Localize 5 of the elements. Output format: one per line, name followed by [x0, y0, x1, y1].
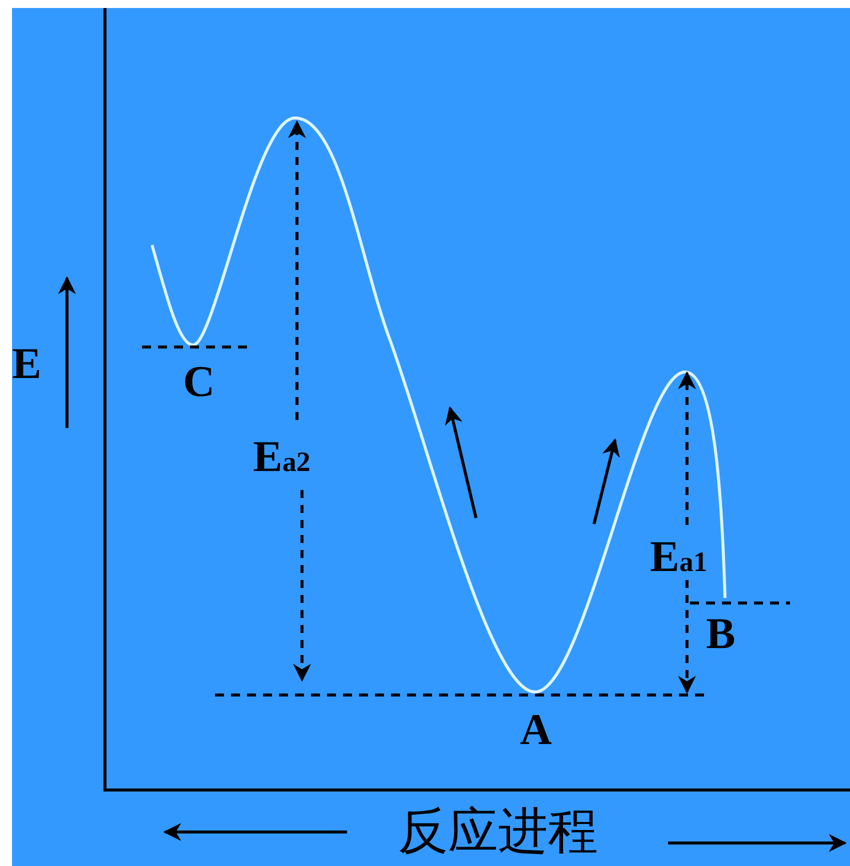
axis-label: 反应进程: [398, 806, 598, 856]
axis-label: E: [12, 342, 42, 386]
point-label: A: [520, 708, 552, 752]
point-label: B: [706, 612, 736, 656]
point-label: C: [183, 360, 215, 404]
